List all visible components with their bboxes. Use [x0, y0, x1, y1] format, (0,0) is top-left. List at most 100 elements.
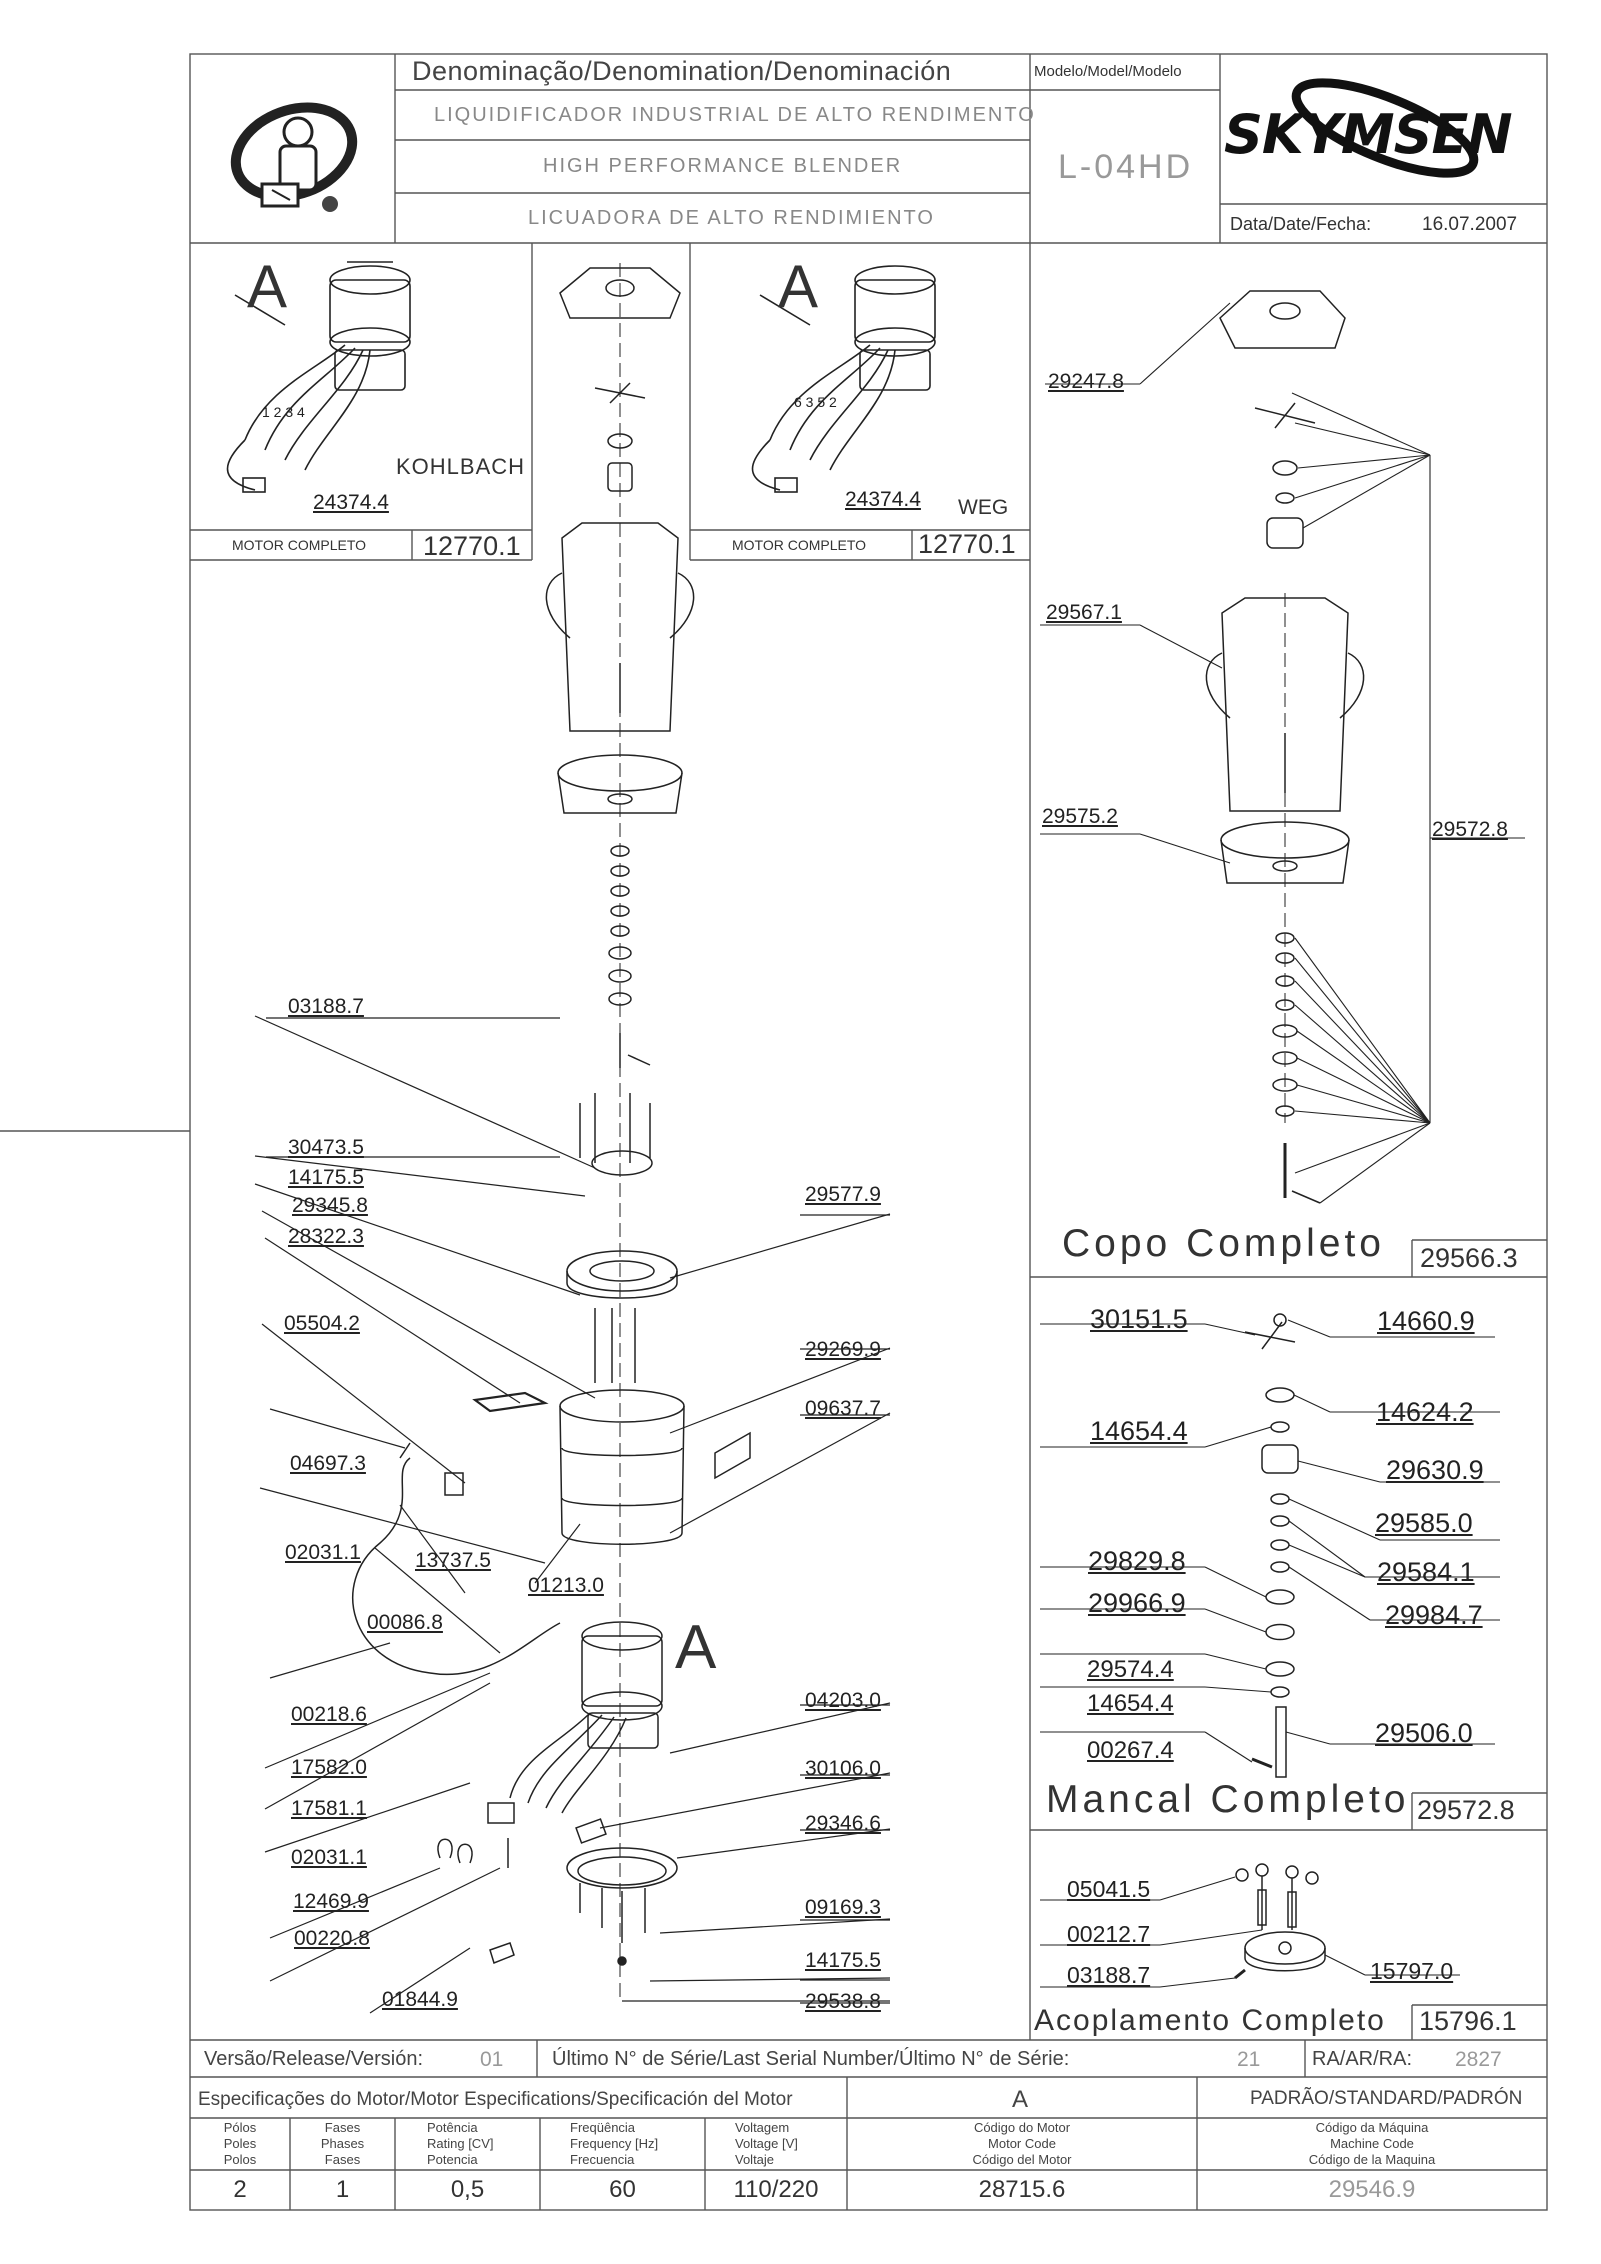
main-motor-marker: A — [675, 1613, 717, 1682]
copo-title: Copo Completo — [1062, 1222, 1385, 1265]
part-label: 05504.2 — [284, 1312, 360, 1335]
product-name-en: HIGH PERFORMANCE BLENDER — [543, 155, 903, 177]
motor-weg-part: 24374.4 — [845, 488, 921, 511]
part-label: 29345.8 — [292, 1194, 368, 1217]
acoplamento-part-label: 00212.7 — [1067, 1921, 1151, 1947]
mancal-part-label: 29630.9 — [1386, 1455, 1484, 1485]
spec-phases-value: 1 — [335, 2176, 350, 2203]
mancal-completo-drawing — [1040, 1313, 1500, 1778]
acoplamento-part-label: 15797.0 — [1370, 1958, 1454, 1984]
product-name-pt: LIQUIDIFICADOR INDUSTRIAL DE ALTO RENDIM… — [434, 104, 1036, 126]
product-name-es: LICUADORA DE ALTO RENDIMIENTO — [528, 207, 935, 229]
acoplamento-title: Acoplamento Completo — [1034, 2004, 1386, 2037]
part-label: 01213.0 — [528, 1574, 604, 1597]
spec-voltage-value: 110/220 — [733, 2176, 819, 2203]
mancal-code: 29572.8 — [1417, 1795, 1515, 1825]
acoplamento-part-label: 05041.5 — [1067, 1876, 1151, 1902]
motor-kohlbach-code: 12770.1 — [423, 531, 521, 561]
part-label: 00218.6 — [291, 1703, 367, 1726]
date-label: Data/Date/Fecha: — [1230, 214, 1372, 234]
copo-completo-drawing — [1040, 290, 1525, 1204]
serial-value: 21 — [1237, 2048, 1261, 2071]
mancal-part-label: 14660.9 — [1377, 1306, 1475, 1336]
part-label: 13737.5 — [415, 1549, 491, 1572]
motor-weg-wire-numbers: 6 3 5 2 — [794, 394, 837, 410]
part-label: 29538.8 — [805, 1990, 881, 2013]
motor-spec-label: Especificações do Motor/Motor Especifica… — [198, 2089, 793, 2110]
motor-kohlbach-marker: A — [247, 253, 288, 320]
spec-frequency-value: 60 — [609, 2176, 636, 2203]
part-label: 09169.3 — [805, 1896, 881, 1919]
part-label: 04203.0 — [805, 1689, 881, 1712]
serial-label: Último N° de Série/Last Serial Number/Úl… — [552, 2048, 1070, 2070]
mancal-part-label: 29584.1 — [1377, 1557, 1475, 1587]
mancal-part-label: 14654.4 — [1090, 1416, 1188, 1446]
motor-kohlbach-part: 24374.4 — [313, 491, 389, 514]
spec-machine-code-value: 29546.9 — [1328, 2176, 1416, 2203]
part-label: 17582.0 — [291, 1756, 367, 1779]
part-label: 14175.5 — [288, 1166, 364, 1189]
motor-kohlbach-drawing — [226, 261, 411, 493]
part-label: 00086.8 — [367, 1611, 443, 1634]
motor-spec-marker: A — [1012, 2086, 1029, 2113]
copo-part-label: 29247.8 — [1048, 370, 1124, 393]
model-value: L-04HD — [1058, 148, 1194, 186]
part-label: 12469.9 — [293, 1890, 369, 1913]
motor-weg-code: 12770.1 — [918, 529, 1016, 559]
copo-part-label: 29575.2 — [1042, 805, 1118, 828]
brand-logo-swoosh — [1291, 78, 1479, 178]
mancal-part-label: 29829.8 — [1088, 1546, 1186, 1576]
motor-weg-drawing — [751, 265, 936, 493]
part-label: 30106.0 — [805, 1757, 881, 1780]
version-value: 01 — [480, 2048, 504, 2071]
motor-weg-brand: WEG — [958, 496, 1009, 519]
spec-rating-value: 0,5 — [450, 2176, 485, 2203]
copo-part-label: 29572.8 — [1432, 818, 1508, 841]
mancal-part-label: 29984.7 — [1385, 1600, 1483, 1630]
date-value: 16.07.2007 — [1422, 214, 1518, 235]
model-heading: Modelo/Model/Modelo — [1034, 63, 1182, 80]
mancal-part-label: 00267.4 — [1087, 1737, 1174, 1764]
part-label: 02031.1 — [291, 1846, 367, 1869]
mancal-part-label: 29966.9 — [1088, 1588, 1186, 1618]
acoplamento-completo-drawing — [1040, 1863, 1460, 1988]
mancal-part-label: 29506.0 — [1375, 1718, 1473, 1748]
main-exploded-view — [254, 263, 891, 2014]
ra-value: 2827 — [1455, 2048, 1502, 2071]
denomination-heading: Denominação/Denomination/Denominación — [412, 56, 952, 86]
mancal-part-label: 30151.5 — [1090, 1304, 1188, 1334]
mancal-part-label: 29574.4 — [1087, 1656, 1174, 1683]
motor-weg-label: MOTOR COMPLETO — [732, 537, 867, 553]
motor-kohlbach-wire-numbers: 1 2 3 4 — [262, 404, 305, 420]
spec-poles-value: 2 — [233, 2176, 247, 2203]
acoplamento-part-label: 03188.7 — [1067, 1962, 1151, 1988]
ra-label: RA/AR/RA: — [1312, 2048, 1413, 2070]
motor-weg-marker: A — [778, 253, 819, 320]
part-label: 01844.9 — [382, 1988, 458, 2011]
part-label: 29346.6 — [805, 1812, 881, 1835]
mancal-title: Mancal Completo — [1046, 1778, 1410, 1821]
technical-assistance-seal — [230, 102, 358, 212]
copo-part-label: 29567.1 — [1046, 601, 1122, 624]
spec-motor-code-value: 28715.6 — [978, 2176, 1066, 2203]
mancal-part-label: 14654.4 — [1087, 1690, 1174, 1717]
part-label: 09637.7 — [805, 1397, 881, 1420]
part-label: 00220.8 — [294, 1927, 370, 1950]
part-label: 28322.3 — [288, 1225, 364, 1248]
part-label: 02031.1 — [285, 1541, 361, 1564]
mancal-part-label: 14624.2 — [1376, 1397, 1474, 1427]
part-label: 17581.1 — [291, 1797, 367, 1820]
standard-label: PADRÃO/STANDARD/PADRÓN — [1250, 2088, 1523, 2109]
part-label: 30473.5 — [288, 1136, 364, 1159]
copo-code: 29566.3 — [1420, 1243, 1518, 1273]
part-label: 03188.7 — [288, 995, 364, 1018]
brand-name: SKYMSEN — [1224, 103, 1513, 166]
